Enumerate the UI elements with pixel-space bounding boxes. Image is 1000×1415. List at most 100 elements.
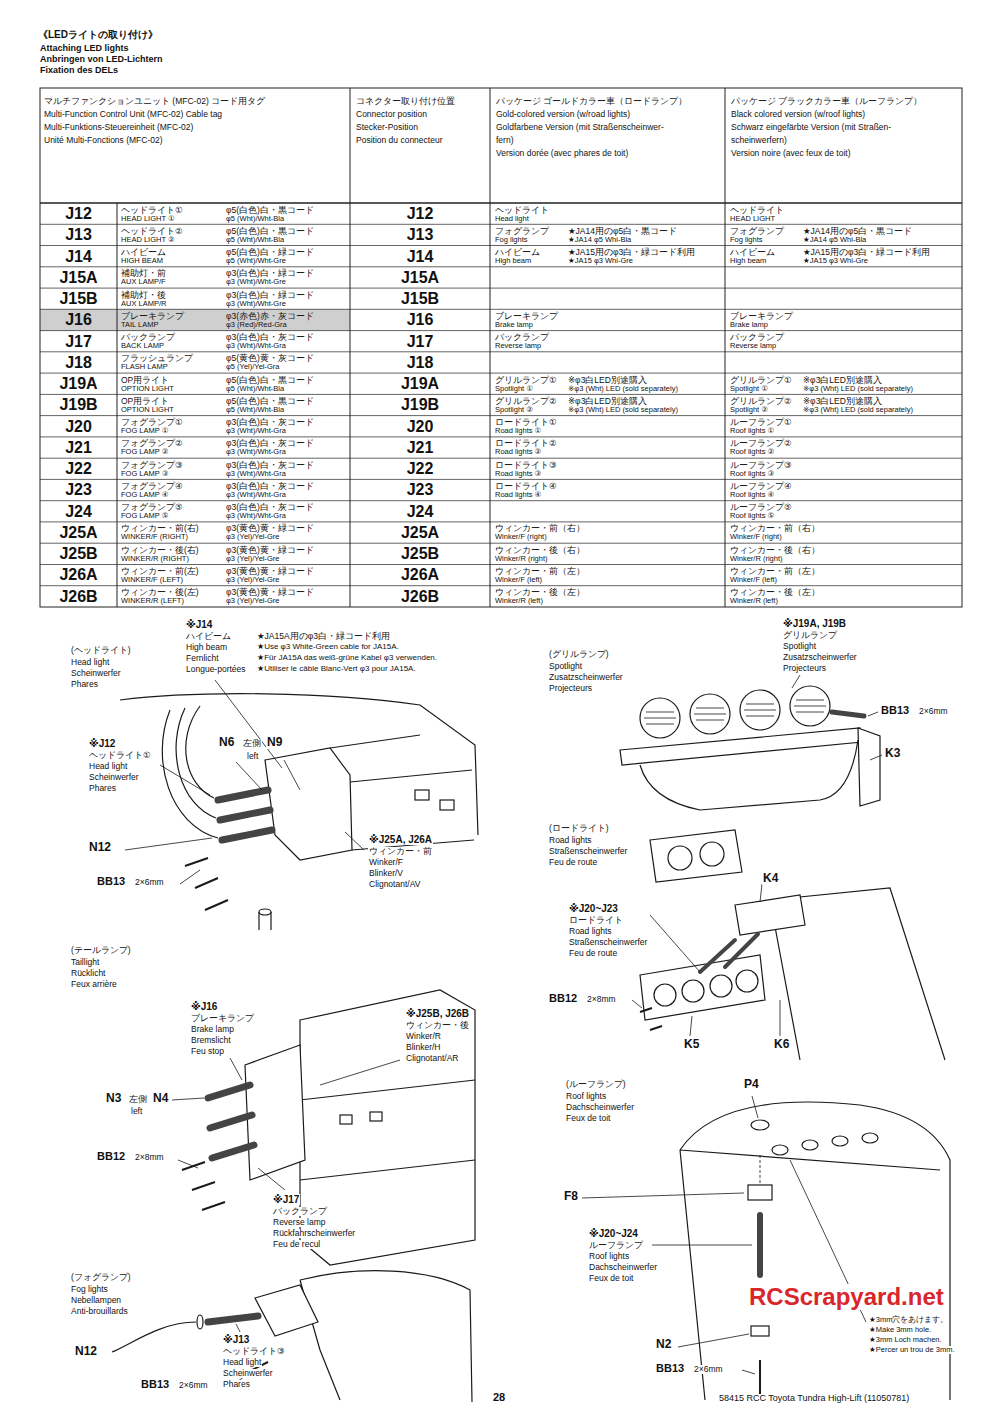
side-label: 左側 — [128, 1095, 148, 1104]
section-label: Fog lights — [70, 1285, 109, 1294]
road-light — [710, 975, 732, 997]
lamp-name: FOG LAMP ⑤ — [121, 512, 168, 520]
lamp-use: Roof lights ⑤ — [730, 512, 774, 520]
lamp-use: ブレーキランプ — [495, 312, 558, 321]
nut — [751, 1326, 769, 1336]
connector-code: J25A — [40, 524, 117, 542]
cable-spec: φ3 (Wht)/Wht-Gra — [226, 491, 286, 499]
body-hole — [370, 1112, 382, 1121]
lamp-label: ヘッドライト① — [88, 751, 152, 760]
cable-spec: φ3(白色)白・灰コード — [226, 333, 314, 342]
part-number: BB13 — [96, 875, 126, 887]
roof-outline — [680, 1102, 950, 1400]
column-header: Version noire (avec feux de toit) — [731, 149, 851, 158]
section-label: Head light — [70, 658, 110, 667]
section-label: Feux arrière — [70, 980, 118, 989]
connector-code: J18 — [350, 354, 490, 372]
part-number: P4 — [743, 1078, 760, 1091]
lamp-label: Winker/F — [368, 858, 404, 867]
page-number: 28 — [492, 1391, 506, 1403]
side-label: left — [130, 1107, 143, 1116]
note: ★3mm Loch machen. — [868, 1336, 943, 1344]
lamp-name: フォグランプ③ — [121, 461, 183, 470]
column-header: Gold-colored version (w/road lights) — [496, 110, 630, 119]
column-header: Multi-Funktions-Steuereinheit (MFC-02) — [44, 123, 193, 132]
connector-code: J25B — [350, 545, 490, 563]
connector-code: J20 — [40, 418, 117, 436]
cable-spec: φ5 (Wht)/Wht-Bla — [226, 215, 284, 223]
lamp-use: ルーフランプ⑤ — [730, 503, 792, 512]
section-label: Anti-brouillards — [70, 1307, 129, 1316]
led-wire — [162, 706, 218, 838]
column-header: Multi-Function Control Unit (MFC-02) Cab… — [44, 110, 222, 119]
connector-code: J17 — [350, 333, 490, 351]
cable-spec: φ3(白色)白・緑コード — [226, 291, 314, 300]
part-number: BB13 — [140, 1378, 170, 1390]
lamp-label: Roof lights — [588, 1252, 630, 1261]
lamp-name: フォグランプ④ — [121, 482, 183, 491]
lamp-label: Bremslicht — [190, 1036, 232, 1045]
part-number: K6 — [773, 1038, 790, 1051]
cable-spec: φ3 (Wht)/Wht-Gra — [226, 448, 286, 456]
lamp-name: FLASH LAMP — [121, 363, 168, 371]
highlight-row — [40, 309, 350, 330]
cable-spec: φ3 (Yel)/Yel-Gre — [226, 597, 280, 605]
lamp-use: Brake lamp — [730, 321, 768, 329]
section-label: Rücklicht — [70, 969, 106, 978]
lamp-mount — [265, 748, 352, 860]
cable-note: ※φ3白LED別途購入 — [568, 376, 647, 385]
note: ★Utiliser le câble Blanc-Vert φ3 pour JA… — [256, 665, 417, 674]
headlight-figure — [120, 680, 478, 930]
cable-spec: φ3 (Wht)/Wht-Gra — [226, 470, 286, 478]
section-label: (グリルランプ) — [548, 650, 610, 659]
lamp-use: Head light — [495, 215, 529, 223]
note: ★Make 3mm hole. — [868, 1326, 932, 1334]
connector-ref: ※J20~J24 — [588, 1228, 639, 1239]
roof-hole — [832, 1136, 848, 1146]
lamp-use: Winker/F (right) — [730, 533, 782, 541]
road-light — [736, 970, 758, 992]
lamp-use: Reverse lamp — [495, 342, 541, 350]
column-header: Position du connecteur — [356, 136, 442, 145]
lamp-use: Winker/R (right) — [730, 555, 783, 563]
connector-code: J12 — [350, 205, 490, 223]
connector-code: J16 — [350, 311, 490, 329]
lamp-name: フォグランプ② — [121, 439, 183, 448]
leader-line — [582, 1096, 866, 1374]
screw — [759, 1360, 761, 1395]
lamp-use: High beam — [495, 257, 531, 265]
section-label: Straßenscheinwerfer — [548, 847, 628, 856]
lamp-use: Reverse lamp — [730, 342, 776, 350]
part-number: BB13 — [655, 1362, 685, 1374]
lamp-use: Spotlight ② — [730, 406, 768, 414]
section-label: Dachscheinwerfer — [565, 1103, 635, 1112]
cable-spec: φ3(白色)白・灰コード — [226, 461, 314, 470]
lamp-use: Road lights ① — [495, 427, 541, 435]
lamp-name: ヘッドライト② — [121, 227, 183, 236]
connector-code: J19A — [350, 375, 490, 393]
body-hole — [340, 1115, 352, 1124]
connector-code: J26B — [40, 588, 117, 606]
part-number: N4 — [152, 1092, 169, 1105]
cable-spec: φ5 (Wht)/Wht-Gre — [226, 257, 286, 265]
connector-code: J12 — [40, 205, 117, 223]
lamp-name: HEAD LIGHT ② — [121, 236, 175, 244]
lamp-label: Feu de route — [568, 949, 618, 958]
header-rule — [40, 202, 962, 203]
connector-ref: ※J16 — [190, 1001, 218, 1012]
part-number: N9 — [266, 736, 283, 749]
lamp-name: HIGH BEAM — [121, 257, 163, 265]
cable-note: ※φ3白LED別途購入 — [568, 397, 647, 406]
connector-code: J17 — [40, 333, 117, 351]
cable-spec: φ5 (Wht)/Wht-Bla — [226, 406, 284, 414]
row-rules — [40, 224, 962, 585]
lamp-label: Clignotant/AR — [405, 1054, 459, 1063]
connector-code: J22 — [350, 460, 490, 478]
connector-code: J25A — [350, 524, 490, 542]
led-bulb — [208, 1316, 258, 1322]
lamp-use: ロードライト④ — [495, 482, 557, 491]
connector-code: J26A — [40, 566, 117, 584]
lamp-use: Winker/R (left) — [495, 597, 543, 605]
lamp-use: フォグランプ — [730, 227, 784, 236]
cable-spec: φ3 (Yel)/Yel-Gre — [226, 533, 280, 541]
